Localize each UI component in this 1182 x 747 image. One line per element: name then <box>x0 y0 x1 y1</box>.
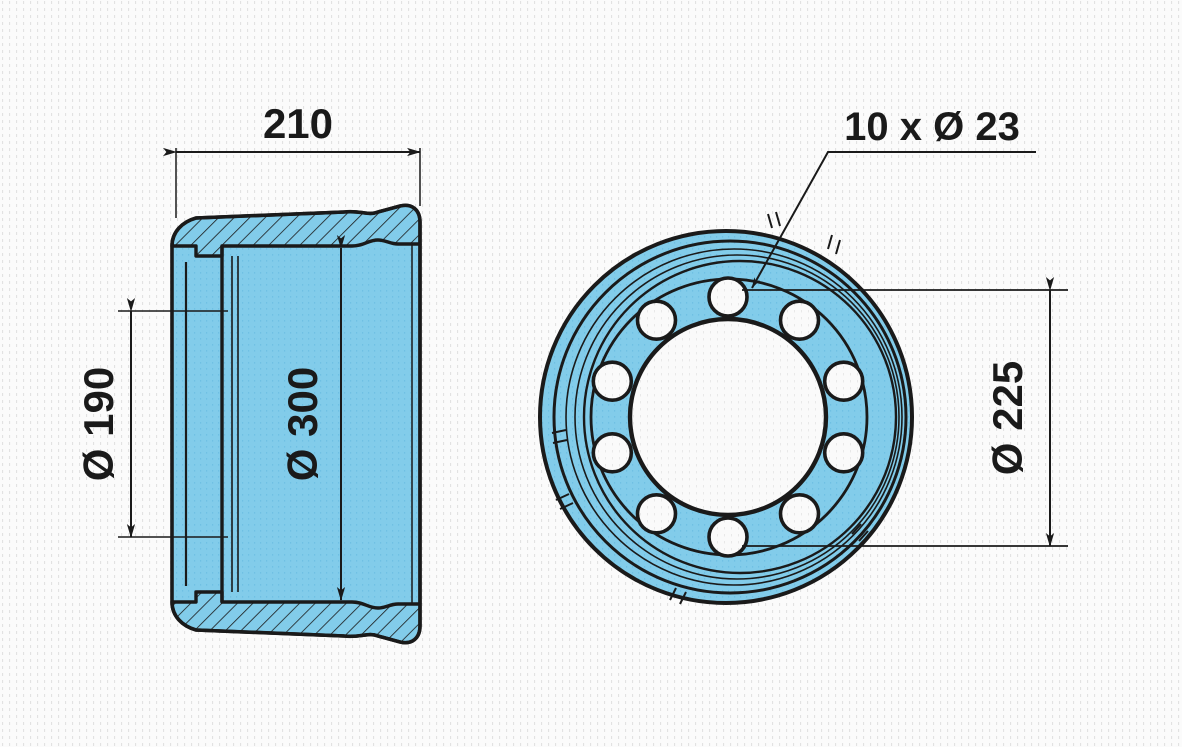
wheel-rim-ring-1 <box>552 239 908 595</box>
wheel-center-bore <box>627 316 829 518</box>
bolt-hole <box>822 431 865 474</box>
dimension-dia-225: Ø 225 <box>742 277 1068 547</box>
bolt-hole <box>822 360 865 403</box>
bolt-hole <box>778 299 821 342</box>
annotation-label-10x23: 10 x Ø 23 <box>844 105 1020 149</box>
bolt-hole <box>635 492 678 535</box>
dimension-label-300: Ø 300 <box>279 367 326 481</box>
rim-notch <box>551 429 568 444</box>
bolt-hole <box>707 276 749 318</box>
dimension-label-190: Ø 190 <box>75 367 122 481</box>
wheel-rim-ring-4 <box>582 259 898 575</box>
dimension-label-225: Ø 225 <box>984 361 1031 475</box>
rim-notch-marks <box>551 211 869 605</box>
section-body-fill <box>172 205 420 643</box>
rim-notch <box>827 234 841 255</box>
dimension-dia-190: Ø 190 <box>75 298 228 538</box>
rim-notch <box>767 211 781 229</box>
bolt-hole <box>591 360 634 403</box>
dimension-dia-300: Ø 300 <box>279 235 346 601</box>
bolt-hole-group <box>591 276 865 558</box>
bolt-hole <box>707 516 749 558</box>
bolt-hole <box>635 299 678 342</box>
annotation-bolt-holes: 10 x Ø 23 <box>751 105 1036 289</box>
bolt-hole <box>778 492 821 535</box>
wheel-rim-ring-3 <box>574 254 900 580</box>
rim-notch <box>669 587 687 605</box>
section-view-group: 210 Ø 190 Ø 300 <box>75 100 422 645</box>
section-outline <box>170 203 422 645</box>
leader-line-bolt-holes <box>751 151 1036 289</box>
rim-notch <box>555 493 574 510</box>
wheel-rim-ring-2 <box>565 248 903 586</box>
dimension-label-210: 210 <box>263 100 333 147</box>
front-view-group: 10 x Ø 23 Ø 225 <box>538 105 1068 605</box>
dimension-width-210: 210 <box>163 100 421 218</box>
rim-notch <box>851 523 869 542</box>
bolt-hole <box>591 431 634 474</box>
